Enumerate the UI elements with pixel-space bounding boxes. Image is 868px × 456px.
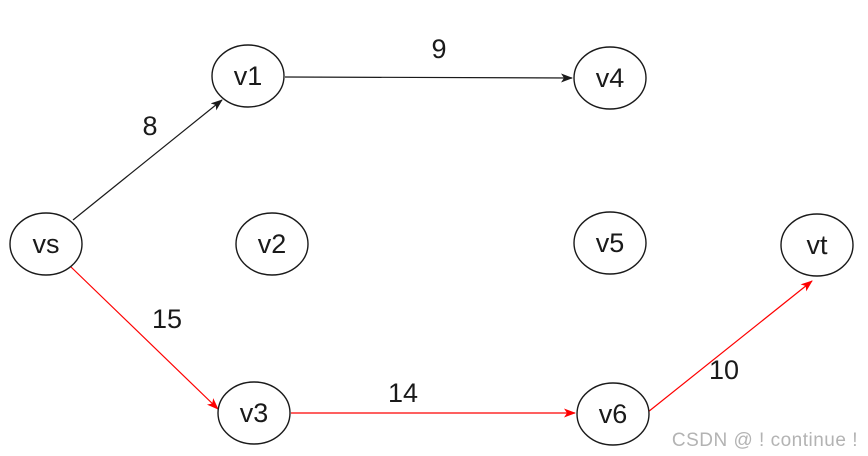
node-label-v1: v1: [234, 61, 263, 91]
node-circle-v5: [573, 211, 647, 275]
node-circle-v1: [211, 44, 285, 108]
node-v2: v2: [235, 212, 309, 276]
node-vt: vt: [780, 213, 854, 277]
edge-weight-vs-v1: 8: [142, 111, 157, 141]
node-circle-vt: [780, 213, 854, 277]
node-label-v5: v5: [596, 228, 625, 258]
node-label-vs: vs: [33, 229, 60, 259]
node-label-v3: v3: [240, 398, 269, 428]
nodes-layer: vs v1 v2 v3 v4 v5 v6 vt: [9, 44, 854, 446]
node-label-v6: v6: [599, 399, 628, 429]
watermark: CSDN @ ! continue !: [672, 430, 858, 451]
node-circle-v4: [573, 46, 647, 110]
node-label-v4: v4: [596, 63, 625, 93]
node-v6: v6: [576, 382, 650, 446]
node-label-vt: vt: [806, 230, 828, 260]
node-circle-v2: [235, 212, 309, 276]
edge-v6-vt: [647, 280, 813, 413]
edge-weight-v3-v6: 14: [388, 378, 418, 408]
edges-layer: 8 9 15 14 10: [70, 34, 813, 418]
edge-weight-v6-vt: 10: [709, 355, 739, 385]
edge-vs-v3: [70, 266, 219, 410]
node-v4: v4: [573, 46, 647, 110]
node-v5: v5: [573, 211, 647, 275]
edge-weight-v1-v4: 9: [431, 34, 446, 64]
node-label-v2: v2: [258, 229, 287, 259]
node-circle-v3: [217, 381, 291, 445]
edge-v1-v4: [284, 73, 573, 83]
node-v1: v1: [211, 44, 285, 108]
edge-vs-v1: [72, 99, 223, 221]
node-circle-vs: [9, 212, 83, 276]
node-v3: v3: [217, 381, 291, 445]
node-vs: vs: [9, 212, 83, 276]
node-circle-v6: [576, 382, 650, 446]
edge-weight-vs-v3: 15: [152, 304, 182, 334]
